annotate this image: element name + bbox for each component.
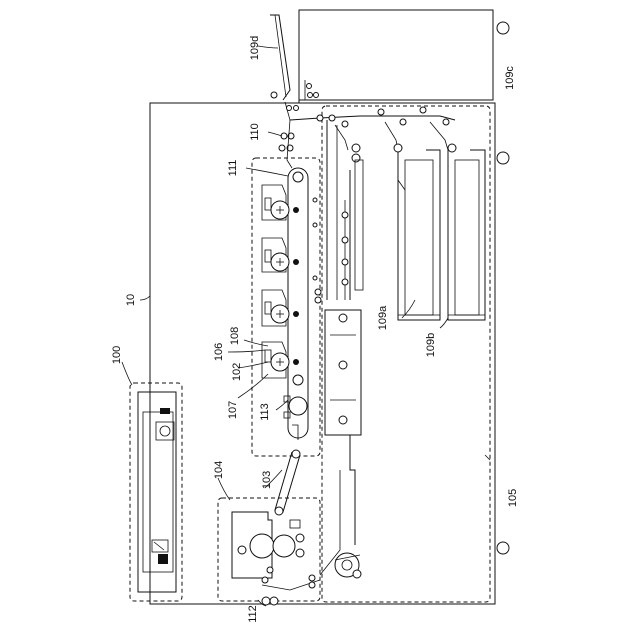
- conveyor-box: [325, 310, 361, 435]
- output-tray-109d: [270, 15, 290, 100]
- process-station-3: [262, 290, 299, 326]
- reader-unit-body: [138, 392, 176, 592]
- exit-rollers-112: [262, 567, 320, 605]
- label-107: 107: [227, 401, 239, 419]
- label-104: 104: [213, 461, 225, 479]
- label-112: 112: [247, 605, 259, 623]
- process-station-2: [262, 238, 299, 272]
- label-105: 105: [507, 489, 519, 507]
- label-100: 100: [111, 346, 123, 364]
- leader-lines: [122, 46, 490, 606]
- feed-unit-105: [322, 106, 490, 602]
- mount-hole-bottom: [497, 542, 509, 554]
- label-10: 10: [125, 294, 137, 306]
- lower-path: [320, 435, 361, 578]
- conveyance-belt-103: [275, 450, 300, 515]
- label-109a: 109a: [377, 305, 389, 330]
- label-111: 111: [227, 160, 239, 177]
- mount-hole-top: [497, 22, 509, 34]
- label-109b: 109b: [425, 333, 437, 357]
- paper-tray-109b: [448, 150, 485, 320]
- registration-rollers-110: [279, 102, 299, 168]
- label-110: 110: [249, 123, 261, 141]
- label-103: 103: [261, 471, 273, 489]
- process-station-1: [262, 185, 299, 220]
- mount-hole-mid: [497, 152, 509, 164]
- labels: 10 100 106 108 102 107 113 111 110 109d …: [111, 36, 519, 623]
- tray-rollers: [271, 80, 319, 100]
- label-108: 108: [229, 327, 241, 345]
- label-113: 113: [259, 403, 271, 421]
- label-109d: 109d: [249, 36, 261, 60]
- exit-tray-unit-109c: [299, 10, 493, 100]
- upper-feed-path: [290, 107, 456, 162]
- label-109c: 109c: [504, 66, 516, 90]
- cleaner-113: [284, 396, 307, 440]
- paper-tray-109a: [398, 150, 440, 320]
- label-102: 102: [231, 363, 243, 381]
- process-station-4: [262, 342, 299, 378]
- label-106: 106: [213, 343, 225, 361]
